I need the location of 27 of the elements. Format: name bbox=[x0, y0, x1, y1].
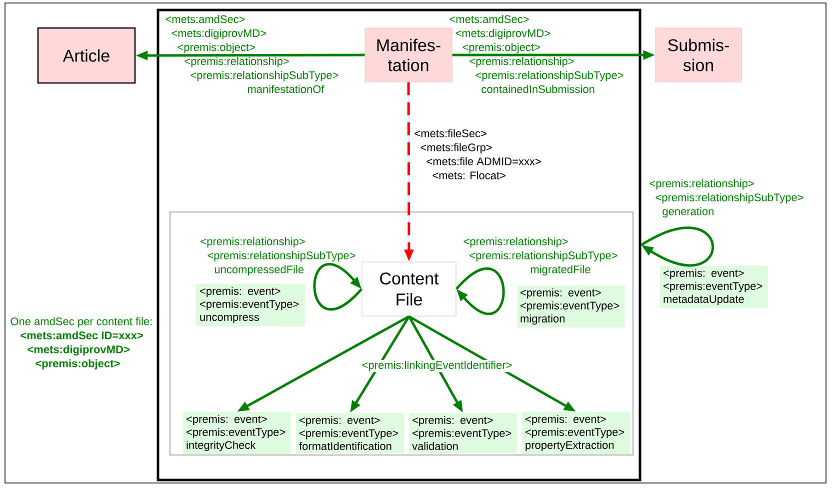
group-box bbox=[170, 212, 634, 456]
edge-label: <mets:amdSec> <mets:digiprovMD> <premis:object> <premis:relationship> <premis:relationshipSubType> containedInSubmission bbox=[450, 15, 624, 94]
file-box: Content File bbox=[362, 262, 456, 316]
note-text: <premis:object> bbox=[36, 359, 120, 370]
event-box: <premis: event> <premis:eventType> migration bbox=[517, 285, 625, 328]
event-box: <premis: event> <premis:eventType> validation bbox=[409, 412, 517, 454]
entity-box: Submis- sion bbox=[655, 28, 742, 82]
edge-label: <premis:linkingEventIdentifier> bbox=[360, 360, 514, 372]
entity-box: Manifes- tation bbox=[364, 28, 452, 82]
note-text: <mets:digiprovMD> bbox=[28, 345, 130, 356]
event-box: <premis: event> <premis:eventType> metadataUpdate bbox=[660, 266, 768, 308]
note-text: One amdSec per content file: bbox=[10, 317, 152, 328]
entity-box: Article bbox=[37, 27, 136, 84]
outline-box bbox=[156, 8, 642, 482]
note-text: <mets:amdSec ID=xxx> bbox=[20, 331, 143, 340]
edge-label: <premis:relationship> <premis:relationshipSubType> uncompressedFile bbox=[200, 237, 356, 276]
loop-arrow bbox=[640, 226, 714, 266]
edge-label: <premis:relationship> <premis:relationshipSubType> generation bbox=[650, 179, 804, 218]
event-box: <premis: event> <premis:eventType> uncompress bbox=[196, 284, 305, 326]
edge-label: <premis:relationship> <premis:relationshipSubType> migratedFile bbox=[464, 237, 618, 276]
loop-arrow bbox=[313, 263, 362, 310]
event-box: <premis: event> <premis:eventType> propertyExtraction bbox=[522, 412, 630, 454]
event-box: <premis: event> <premis:eventType> integrityCheck bbox=[183, 412, 291, 454]
event-box: <premis: event> <premis:eventType> formatIdentification bbox=[296, 412, 404, 454]
loop-arrow bbox=[456, 268, 505, 315]
edge-label: <mets:fileSec> <mets:fileGrp> <mets:file ADMID=xxx> <mets: Flocat> bbox=[414, 129, 541, 180]
edge-label: <mets:amdSec> <mets:digiprovMD> <premis:object> <premis:relationship> <premis:relationshipSubType> manifestationOf bbox=[166, 15, 338, 94]
